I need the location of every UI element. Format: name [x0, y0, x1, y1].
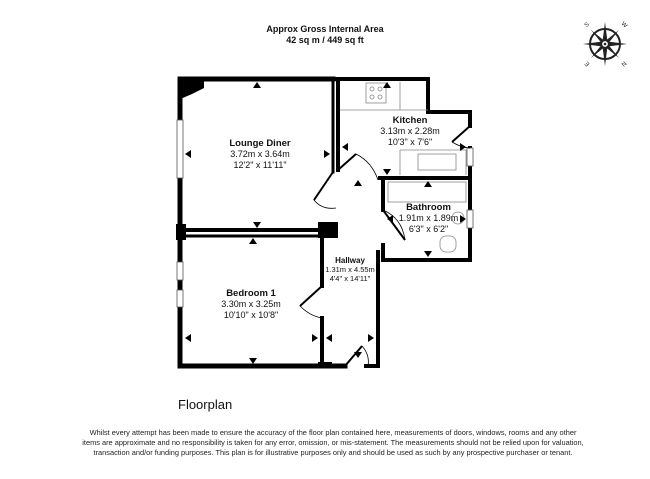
door-kitchen [337, 153, 357, 171]
wall-corner-lounge [178, 77, 204, 100]
disclaimer-text: Whilst every attempt has been made to en… [82, 428, 584, 457]
door-bedroom [299, 285, 323, 307]
plan-title: Floorplan [178, 397, 233, 412]
compass-rose-icon: S W N E [583, 21, 628, 67]
room-metric: 3.30m x 3.25m [221, 299, 281, 309]
door-entrance [344, 345, 363, 367]
gross-area-label: Approx Gross Internal Area [266, 24, 384, 34]
wall-column-bottom [318, 362, 332, 368]
room-name: Bathroom [406, 202, 451, 213]
room-hallway: Hallway 1.31m x 4.55m 4'4" x 14'11" [318, 256, 382, 283]
window-bedroom-a [176, 261, 184, 281]
window-kitchen [466, 147, 474, 167]
room-bathroom: Bathroom 1.91m x 1.89m 6'3" x 6'2" [386, 202, 471, 235]
room-metric: 3.72m x 3.64m [230, 149, 290, 159]
room-name: Hallway [335, 256, 365, 265]
room-imperial: 12'2" x 11'11" [233, 160, 287, 170]
room-name: Bedroom 1 [226, 288, 276, 299]
room-bedroom-1: Bedroom 1 3.30m x 3.25m 10'10" x 10'8" [196, 288, 306, 321]
room-metric: 1.31m x 4.55m [325, 265, 375, 274]
wall-column-hallway [318, 222, 338, 238]
room-metric: 1.91m x 1.89m [398, 213, 459, 223]
room-imperial: 10'3" x 7'6" [387, 137, 433, 147]
room-name: Lounge Diner [229, 138, 291, 149]
compass-letter-w: W [620, 21, 628, 29]
wall-kitchen-top [331, 77, 472, 128]
compass-letter-e: E [584, 60, 591, 67]
gross-area-value: 42 sq m / 449 sq ft [286, 35, 364, 45]
compass-letter-s: S [584, 22, 591, 29]
room-imperial: 6'3" x 6'2" [408, 224, 449, 234]
door-kitchen-side [451, 125, 471, 143]
room-lounge-diner: Lounge Diner 3.72m x 3.64m 12'2" x 11'11… [205, 138, 315, 171]
room-imperial: 4'4" x 14'11" [329, 274, 371, 283]
window-lounge [176, 119, 184, 179]
toilet-fixture [439, 235, 457, 253]
compass-letter-n: N [620, 60, 627, 67]
room-metric: 3.13m x 2.28m [380, 126, 440, 136]
window-bathroom [466, 209, 474, 229]
room-imperial: 10'10" x 10'8" [223, 310, 279, 320]
sink-fixture [417, 153, 457, 171]
door-lounge [313, 171, 334, 201]
window-bedroom-b [176, 289, 184, 308]
hob-fixture [365, 82, 387, 104]
kitchen-counter [340, 82, 428, 111]
bath-fixture [387, 181, 467, 203]
door-bathroom [382, 209, 406, 241]
gross-area-header: Approx Gross Internal Area 42 sq m / 449… [0, 24, 650, 46]
room-name: Kitchen [392, 115, 428, 126]
room-kitchen: Kitchen 3.13m x 2.28m 10'3" x 7'6" [355, 115, 465, 148]
floorplan-drawing [176, 76, 474, 369]
